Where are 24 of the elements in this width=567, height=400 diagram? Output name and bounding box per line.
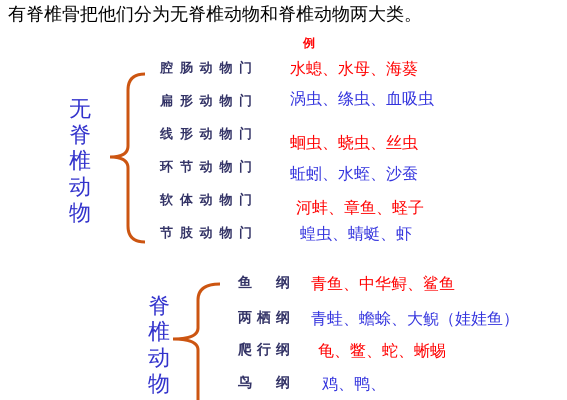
example-list: 蝗虫、蜻蜓、虾 (300, 225, 412, 242)
example-list: 河蚌、章鱼、蛏子 (296, 199, 424, 216)
group-label: 脊椎动物 (148, 294, 170, 398)
title: 有脊椎骨把他们分为无脊椎动物和脊椎动物两大类。 (8, 5, 422, 25)
phylum-label: 腔肠动物门 (160, 62, 252, 75)
example-list: 水螅、水母、海葵 (290, 60, 418, 77)
example-list: 龟、鳖、蛇、蜥蜴 (318, 342, 446, 359)
example-list: 蛔虫、蛲虫、丝虫 (290, 134, 418, 151)
example-list: 鸡、鸭、 (322, 375, 386, 392)
group-label: 无脊椎动物 (69, 97, 91, 227)
class-label: 爬行纲 (238, 343, 290, 357)
phylum-label: 软体动物门 (160, 194, 252, 207)
phylum-label: 扁形动物门 (160, 95, 252, 108)
example-list: 涡虫、绦虫、血吸虫 (290, 90, 434, 107)
example-list: 蚯蚓、水蛭、沙蚕 (290, 165, 418, 182)
phylum-label: 线形动物门 (160, 128, 252, 141)
example-list: 青鱼、中华鲟、鲨鱼 (311, 275, 455, 292)
example-list: 青蛙、蟾蜍、大鲵（娃娃鱼） (311, 310, 519, 327)
phylum-label: 环节动物门 (160, 161, 252, 174)
class-label: 鸟 纲 (238, 376, 290, 390)
phylum-label: 节肢动物门 (160, 227, 252, 240)
class-label: 鱼 纲 (238, 276, 290, 290)
column-heading: 例 (303, 37, 315, 49)
class-label: 两栖纲 (238, 311, 290, 325)
